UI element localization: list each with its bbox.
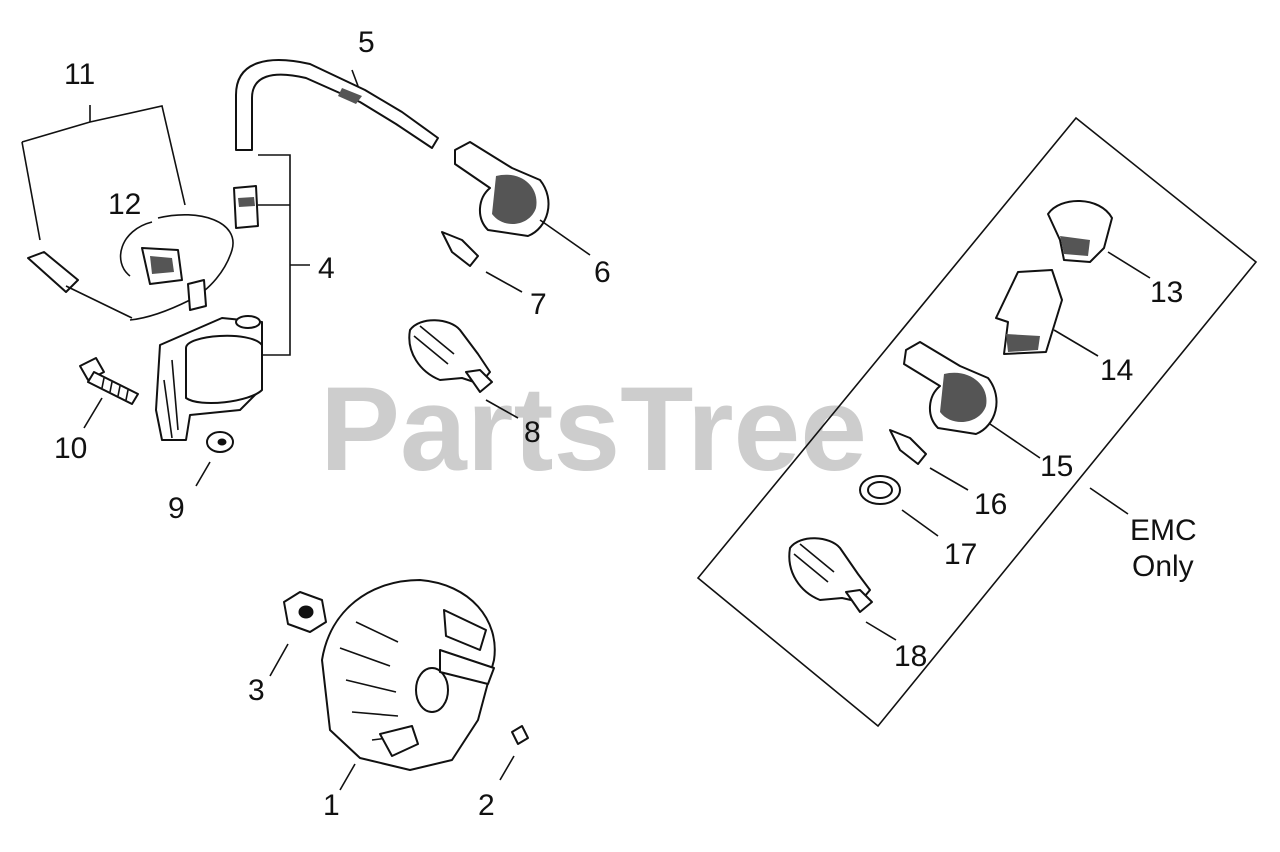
part-14-sleeve bbox=[995, 269, 1099, 357]
callout-10: 10 bbox=[54, 432, 87, 465]
callout-7: 7 bbox=[530, 288, 547, 321]
part-13-cap-boot bbox=[1047, 200, 1151, 279]
part-6-plug-cap bbox=[454, 141, 591, 256]
callout-15: 15 bbox=[1040, 450, 1073, 483]
emc-label-line1: EMC bbox=[1130, 514, 1197, 547]
part-4-ignition-coil bbox=[155, 154, 310, 441]
emc-label-line2: Only bbox=[1132, 550, 1194, 583]
watermark-text: PartsTree bbox=[320, 362, 867, 496]
callout-9: 9 bbox=[168, 492, 185, 525]
emc-only-group: EMC Only bbox=[696, 116, 1258, 728]
part-9-nut bbox=[195, 431, 234, 487]
callout-8: 8 bbox=[524, 416, 541, 449]
callout-17: 17 bbox=[944, 538, 977, 571]
part-2-woodruff-key bbox=[499, 725, 529, 781]
part-10-screw bbox=[79, 357, 139, 429]
callout-2: 2 bbox=[478, 789, 495, 822]
part-12-stop-switch-wire bbox=[119, 214, 234, 321]
part-1-flywheel bbox=[321, 579, 496, 791]
callout-11: 11 bbox=[64, 58, 95, 91]
callout-1: 1 bbox=[323, 789, 340, 822]
callout-12: 12 bbox=[108, 188, 141, 221]
part-16-spring-clip bbox=[889, 429, 969, 491]
callout-6: 6 bbox=[594, 256, 611, 289]
callout-5: 5 bbox=[358, 26, 375, 59]
callout-3: 3 bbox=[248, 674, 265, 707]
callout-14: 14 bbox=[1100, 354, 1133, 387]
part-17-ring bbox=[859, 475, 939, 537]
part-11-ground-wire bbox=[21, 105, 186, 319]
part-3-flywheel-nut bbox=[269, 591, 327, 677]
callout-13: 13 bbox=[1150, 276, 1183, 309]
callout-16: 16 bbox=[974, 488, 1007, 521]
part-5-high-tension-lead bbox=[235, 59, 439, 151]
part-8-spark-plug bbox=[408, 319, 519, 419]
callout-18: 18 bbox=[894, 640, 927, 673]
callout-4: 4 bbox=[318, 252, 335, 285]
part-15-plug-cap bbox=[903, 341, 1041, 459]
part-7-spring-clip bbox=[441, 231, 523, 293]
part-18-spark-plug bbox=[788, 537, 897, 641]
